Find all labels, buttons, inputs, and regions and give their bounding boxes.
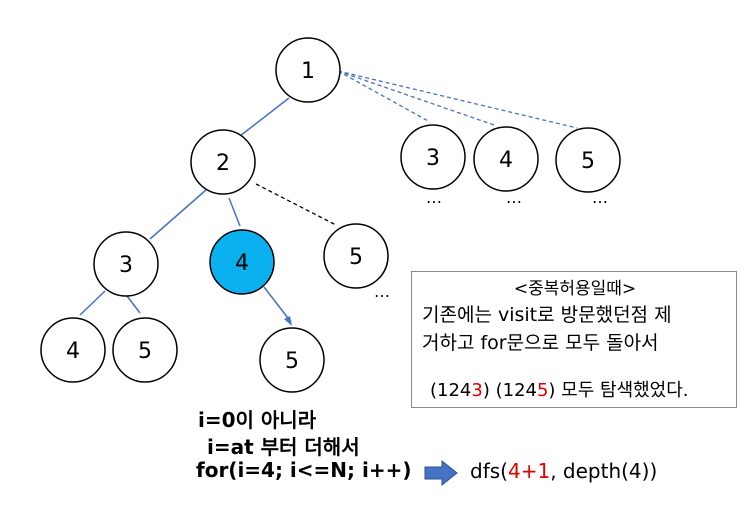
edge-3-5: [126, 295, 141, 314]
code-line-1: i=0이 아니라: [198, 408, 317, 432]
node-4-child-5: 5: [259, 327, 325, 393]
svg-text:4: 4: [235, 251, 249, 276]
edge-4-5-arrowhead: [284, 316, 292, 326]
note-title: <중복허용일때>: [513, 279, 637, 299]
ellipsis-under-4: …: [506, 188, 522, 207]
edge-1-5-dashed: [337, 70, 578, 129]
ellipsis-under-3: …: [426, 188, 442, 207]
node-1: 1: [275, 37, 341, 103]
svg-text:4: 4: [499, 148, 513, 173]
tree-edges: [79, 70, 578, 326]
node-2-child-4-highlighted: 4: [209, 229, 275, 295]
edge-2-4: [228, 197, 241, 227]
svg-text:5: 5: [349, 245, 363, 270]
svg-text:1: 1: [301, 59, 315, 84]
code-line-2: i=at 부터 더해서: [207, 435, 360, 459]
result-mid: ) (124: [482, 380, 537, 401]
svg-text:5: 5: [138, 339, 152, 364]
node-root-child-3: 3: [400, 124, 466, 190]
node-root-child-5: 5: [555, 127, 621, 193]
svg-text:4: 4: [66, 339, 80, 364]
edge-2-3: [149, 189, 207, 240]
note-line-2: 거하고 for문으로 모두 돌아서: [422, 332, 659, 354]
edge-4-5: [263, 286, 292, 323]
dfs-red-arg: 4+1: [507, 459, 551, 483]
result-pre: (124: [430, 380, 472, 401]
ellipsis-under-5: …: [592, 188, 608, 207]
note-box: <중복허용일때> 기존에는 visit로 방문했던점 제 거하고 for문으로 …: [411, 271, 737, 408]
result-red-5: 5: [536, 380, 549, 401]
dfs-suffix: , depth(4)): [550, 459, 658, 483]
result-post: ) 모두 탐색했었다.: [548, 380, 689, 401]
node-3-child-4: 4: [40, 317, 106, 383]
edge-3-4: [79, 290, 106, 316]
ellipsis-after-5: …: [374, 282, 390, 301]
note-line-1: 기존에는 visit로 방문했던점 제: [422, 304, 672, 326]
edge-1-3-dashed: [337, 70, 431, 123]
dfs-prefix: dfs(: [470, 459, 508, 483]
result-red-3: 3: [471, 380, 483, 401]
node-2-dashed-child-5: 5: [323, 223, 389, 289]
edge-1-2: [239, 97, 290, 137]
edge-2-5-dashed: [255, 183, 337, 226]
node-2: 2: [190, 129, 256, 195]
svg-text:3: 3: [119, 253, 133, 278]
svg-text:5: 5: [285, 349, 299, 374]
right-arrow-icon: [424, 460, 458, 486]
svg-text:2: 2: [216, 151, 230, 176]
node-root-child-4: 4: [473, 126, 539, 192]
edge-1-4-dashed: [337, 70, 495, 126]
node-3-child-5: 5: [112, 317, 178, 383]
svg-text:3: 3: [426, 146, 440, 171]
note-result: (1243) (1245) 모두 탐색했었다.: [430, 376, 689, 402]
svg-text:5: 5: [581, 149, 595, 174]
code-line-3: for(i=4; i<=N; i++): [196, 458, 412, 482]
node-2-child-3: 3: [93, 231, 159, 297]
dfs-call: dfs(4+1, depth(4)): [470, 459, 657, 483]
